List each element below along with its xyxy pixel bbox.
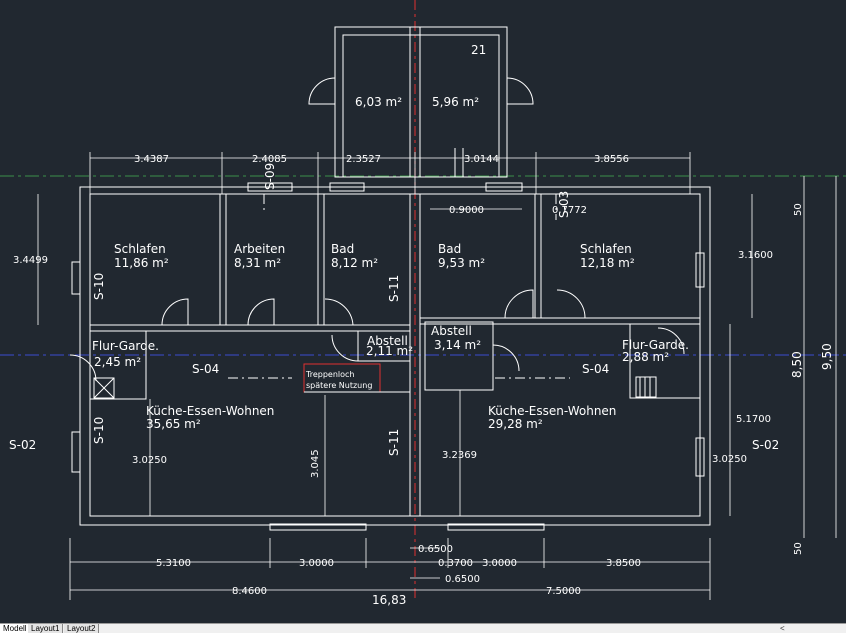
room-abstell-right: Abstell (431, 324, 472, 338)
tab-layout1[interactable]: Layout1 (28, 624, 64, 633)
room-bad-right: Bad (438, 242, 461, 256)
section-s10-bottom: S-10 (92, 417, 106, 444)
dim-top-3: 2.3527 (346, 154, 381, 165)
dim-right-3160: 3.1600 (738, 250, 773, 261)
dimension-lines (37, 152, 837, 600)
walls (69, 26, 711, 531)
room-kueche-left: Küche-Essen-Wohnen (146, 404, 274, 418)
annex-dim-label: 21 (471, 43, 486, 57)
dim-bottom-left: 8.4600 (232, 586, 267, 597)
dim-top-2: 2.4085 (252, 154, 287, 165)
annex-left-area: 6,03 m² (355, 95, 402, 109)
room-schlafen-right: Schlafen (580, 242, 632, 256)
dim-top-5: 3.8556 (594, 154, 629, 165)
dim-side-50-top: 50 (793, 203, 804, 216)
section-s03: S-03 (557, 191, 571, 218)
dim-side-50-bottom: 50 (793, 542, 804, 555)
room-flur-left-area: 2,45 m² (94, 355, 141, 369)
room-schlafen-left-area: 11,86 m² (114, 256, 169, 270)
section-s02-right: S-02 (752, 438, 779, 452)
room-abstell-left-area: 2,11 m² (366, 344, 413, 358)
room-arbeiten: Arbeiten (234, 242, 285, 256)
room-schlafen-left: Schlafen (114, 242, 166, 256)
section-s02-left: S-02 (9, 438, 36, 452)
dim-bottom-4: 3.8500 (606, 558, 641, 569)
layout-tab-bar: Modell Layout1 Layout2 < (0, 623, 846, 633)
dim-inner-3045: 3.045 (310, 449, 321, 478)
room-flur-left: Flur-Garde. (92, 339, 159, 353)
room-kueche-right: Küche-Essen-Wohnen (488, 404, 616, 418)
room-bad-right-area: 9,53 m² (438, 256, 485, 270)
dim-right-3025: 3.0250 (712, 454, 747, 465)
dim-0900: 0.9000 (449, 205, 484, 216)
room-arbeiten-area: 8,31 m² (234, 256, 281, 270)
dim-inner-3236: 3.2369 (442, 450, 477, 461)
dim-right-5170: 5.1700 (736, 414, 771, 425)
stair-label-2: spätere Nutzung (306, 381, 372, 390)
annex-right-area: 5,96 m² (432, 95, 479, 109)
dim-bottom-1: 5.3100 (156, 558, 191, 569)
room-flur-right: Flur-Garde. (622, 338, 689, 352)
stair-label-1: Treppenloch (305, 370, 354, 379)
section-lines (228, 194, 570, 379)
dim-total: 16,83 (372, 593, 406, 607)
room-bad-left-area: 8,12 m² (331, 256, 378, 270)
dim-bottom-2: 3.0000 (299, 558, 334, 569)
room-abstell-left: Abstell (367, 334, 408, 348)
dim-0370: 0.3700 (438, 558, 473, 569)
section-s09: S-09 (263, 163, 277, 190)
room-flur-right-area: 2,88 m² (622, 350, 669, 364)
dim-side-850: 8,50 (790, 351, 804, 378)
room-kueche-left-area: 35,65 m² (146, 417, 201, 431)
section-s11-top: S-11 (387, 275, 401, 302)
dim-0650b: 0.6500 (445, 574, 480, 585)
dim-left-height: 3.4499 (13, 255, 48, 266)
room-abstell-right-area: 3,14 m² (434, 338, 481, 352)
dim-0650a: 0.6500 (418, 544, 453, 555)
section-s11-bottom: S-11 (387, 429, 401, 456)
dim-side-950: 9,50 (820, 343, 834, 370)
room-bad-left: Bad (331, 242, 354, 256)
dim-inner-3025: 3.0250 (132, 455, 167, 466)
dim-top-4: 3.0144 (464, 154, 499, 165)
section-s10-top: S-10 (92, 273, 106, 300)
section-s04-left: S-04 (192, 362, 219, 376)
room-kueche-right-area: 29,28 m² (488, 417, 543, 431)
dim-bottom-right: 7.5000 (546, 586, 581, 597)
dim-top-1: 3.4387 (134, 154, 169, 165)
scroll-left-icon[interactable]: < (780, 624, 785, 633)
dim-bottom-3: 3.0000 (482, 558, 517, 569)
tab-layout2[interactable]: Layout2 (64, 624, 100, 633)
room-schlafen-right-area: 12,18 m² (580, 256, 635, 270)
section-s04-right: S-04 (582, 362, 609, 376)
dim-0772: 0.7772 (552, 205, 587, 216)
